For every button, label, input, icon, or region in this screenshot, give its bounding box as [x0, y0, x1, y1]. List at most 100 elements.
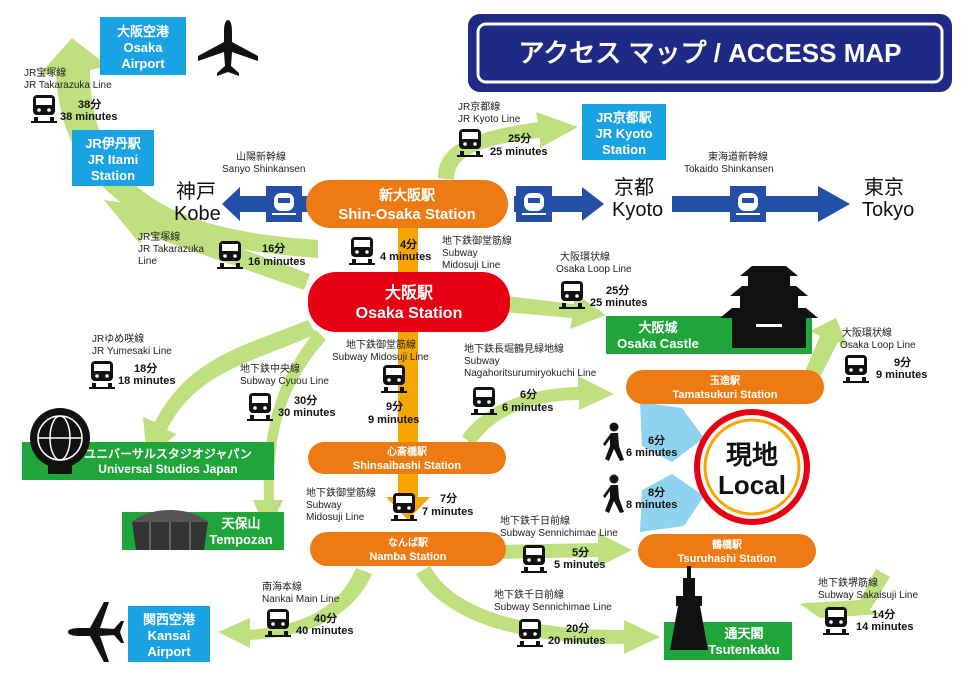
svg-text:大阪駅: 大阪駅: [385, 283, 434, 302]
svg-text:Kobe: Kobe: [174, 203, 221, 225]
svg-text:地下鉄御堂筋線: 地下鉄御堂筋線: [306, 486, 376, 499]
svg-text:JR Kyoto Line: JR Kyoto Line: [458, 114, 521, 125]
walking-icon: [603, 474, 624, 513]
svg-text:16 minutes: 16 minutes: [248, 256, 305, 268]
airplane-icon: [68, 602, 124, 662]
svg-text:地下鉄御堂筋線: 地下鉄御堂筋線: [346, 338, 416, 351]
svg-text:Osaka Castle: Osaka Castle: [617, 336, 699, 351]
shinkansen-icon: [266, 186, 302, 222]
svg-text:Nankai Main Line: Nankai Main Line: [262, 594, 340, 605]
svg-text:Airport: Airport: [121, 56, 165, 71]
svg-text:心斎橋駅: 心斎橋駅: [387, 445, 428, 458]
route-label-midosuji-2: 地下鉄御堂筋線 Subway Midosuji Line 9分 9 minute…: [332, 338, 429, 426]
svg-text:40 minutes: 40 minutes: [296, 625, 353, 637]
svg-text:JR宝塚線: JR宝塚線: [24, 66, 66, 79]
route-label-sakaisuji: 地下鉄堺筋線 Subway Sakaisuji Line 14分 14 minu…: [818, 576, 918, 633]
svg-text:8分: 8分: [648, 485, 665, 499]
svg-text:JR Takarazuka Line: JR Takarazuka Line: [24, 80, 112, 91]
svg-text:JR伊丹駅: JR伊丹駅: [85, 136, 142, 151]
svg-text:38 minutes: 38 minutes: [60, 111, 117, 123]
tsutenkaku-illustration: [670, 566, 708, 650]
svg-text:Subway Cyuou Line: Subway Cyuou Line: [240, 376, 329, 387]
route-label-sennichimae-2: 地下鉄千日前線 Subway Sennichimae Line 20分 20 m…: [494, 588, 612, 647]
svg-text:Osaka Station: Osaka Station: [356, 305, 463, 322]
route-label-yumesaki: JRゆめ咲線 JR Yumesaki Line 18分 18 minutes: [92, 332, 175, 387]
svg-text:9 minutes: 9 minutes: [368, 414, 419, 426]
svg-text:京都: 京都: [614, 176, 654, 199]
route-label-takarazuka-itami: JR宝塚線 JR Takarazuka Line 16分 16 minutes: [138, 230, 305, 268]
train-icon: [349, 237, 375, 265]
svg-text:Shinsaibashi Station: Shinsaibashi Station: [353, 460, 461, 472]
svg-text:Tempozan: Tempozan: [209, 532, 272, 547]
svg-text:新大阪駅: 新大阪駅: [379, 187, 436, 203]
svg-text:東海道新幹線: 東海道新幹線: [708, 150, 768, 163]
station-shinsaibashi: 心斎橋駅 Shinsaibashi Station: [308, 442, 506, 474]
train-icon: [521, 545, 547, 573]
svg-text:東京: 東京: [864, 176, 904, 199]
svg-text:大阪環状線: 大阪環状線: [560, 250, 610, 263]
train-icon: [89, 361, 115, 389]
svg-text:地下鉄千日前線: 地下鉄千日前線: [494, 588, 564, 601]
svg-text:Subway: Subway: [464, 356, 500, 367]
svg-text:Sanyo Shinkansen: Sanyo Shinkansen: [222, 164, 305, 175]
svg-text:25分: 25分: [508, 131, 531, 145]
svg-text:JRゆめ咲線: JRゆめ咲線: [92, 332, 144, 345]
svg-text:地下鉄千日前線: 地下鉄千日前線: [500, 514, 570, 527]
svg-text:9分: 9分: [386, 399, 403, 413]
svg-text:ユニバーサルスタジオジャパン: ユニバーサルスタジオジャパン: [84, 447, 252, 461]
svg-text:通天閣: 通天閣: [724, 626, 763, 641]
destination-kansai-airport: 関西空港 Kansai Airport: [128, 606, 210, 662]
city-label-kobe: 神戸 Kobe: [174, 180, 221, 225]
svg-text:Tsutenkaku: Tsutenkaku: [708, 642, 779, 657]
svg-text:16分: 16分: [262, 241, 285, 255]
route-label-tokaido: 東海道新幹線 Tokaido Shinkansen: [684, 150, 774, 175]
train-icon: [391, 493, 417, 521]
svg-text:Airport: Airport: [147, 644, 191, 659]
svg-text:Subway Midosuji Line: Subway Midosuji Line: [332, 352, 429, 363]
route-label-sennichimae-1: 地下鉄千日前線 Subway Sennichimae Line 5分 5 min…: [500, 514, 618, 571]
station-namba: なんば駅 Namba Station: [310, 532, 506, 566]
svg-text:地下鉄堺筋線: 地下鉄堺筋線: [818, 576, 878, 589]
route-label-nagahori: 地下鉄長堀鶴見緑地線 Subway Nagahoritsurumiryokuch…: [464, 342, 597, 414]
svg-text:地下鉄御堂筋線: 地下鉄御堂筋線: [442, 234, 512, 247]
route-label-chuo: 地下鉄中央線 Subway Cyuou Line 30分 30 minutes: [240, 362, 335, 419]
svg-text:Subway Sennichimae Line: Subway Sennichimae Line: [500, 528, 618, 539]
svg-text:38分: 38分: [78, 97, 101, 111]
svg-text:JR Itami: JR Itami: [88, 152, 139, 167]
walk-area: [640, 402, 704, 532]
walk-label-tsuruhashi: 8分 8 minutes: [626, 485, 677, 511]
svg-text:天保山: 天保山: [221, 516, 260, 531]
svg-text:9 minutes: 9 minutes: [876, 369, 927, 381]
station-osaka: 大阪駅 Osaka Station: [308, 272, 510, 332]
svg-text:Station: Station: [91, 168, 135, 183]
station-tsuruhashi: 鶴橋駅 Tsuruhashi Station: [638, 534, 816, 568]
svg-text:Kyoto: Kyoto: [612, 199, 663, 221]
svg-text:大阪空港: 大阪空港: [117, 24, 170, 39]
svg-text:40分: 40分: [314, 611, 337, 625]
svg-text:Station: Station: [602, 142, 646, 157]
svg-text:JR Kyoto: JR Kyoto: [595, 126, 652, 141]
svg-text:Tsuruhashi Station: Tsuruhashi Station: [678, 553, 777, 565]
svg-text:大阪城: 大阪城: [638, 320, 677, 335]
svg-text:Subway: Subway: [442, 248, 478, 259]
svg-text:4 minutes: 4 minutes: [380, 251, 431, 263]
shinkansen-icon: [516, 186, 552, 222]
svg-text:Subway Sakaisuji Line: Subway Sakaisuji Line: [818, 590, 918, 601]
train-icon: [471, 387, 497, 415]
globe-illustration: [30, 408, 90, 474]
svg-text:6 minutes: 6 minutes: [626, 447, 677, 459]
destination-jr-itami: JR伊丹駅 JR Itami Station: [72, 130, 154, 186]
svg-text:4分: 4分: [400, 237, 417, 251]
train-icon: [843, 355, 869, 383]
svg-text:8 minutes: 8 minutes: [626, 499, 677, 511]
svg-text:山陽新幹線: 山陽新幹線: [236, 150, 286, 163]
svg-text:25 minutes: 25 minutes: [490, 146, 547, 158]
svg-text:18分: 18分: [134, 361, 157, 375]
svg-text:Namba Station: Namba Station: [369, 551, 446, 563]
station-tamatsukuri: 玉造駅 Tamatsukuri Station: [626, 370, 824, 404]
svg-text:Osaka: Osaka: [123, 40, 163, 55]
walking-icon: [603, 422, 624, 461]
svg-text:20 minutes: 20 minutes: [548, 635, 605, 647]
svg-text:南海本線: 南海本線: [262, 580, 302, 593]
